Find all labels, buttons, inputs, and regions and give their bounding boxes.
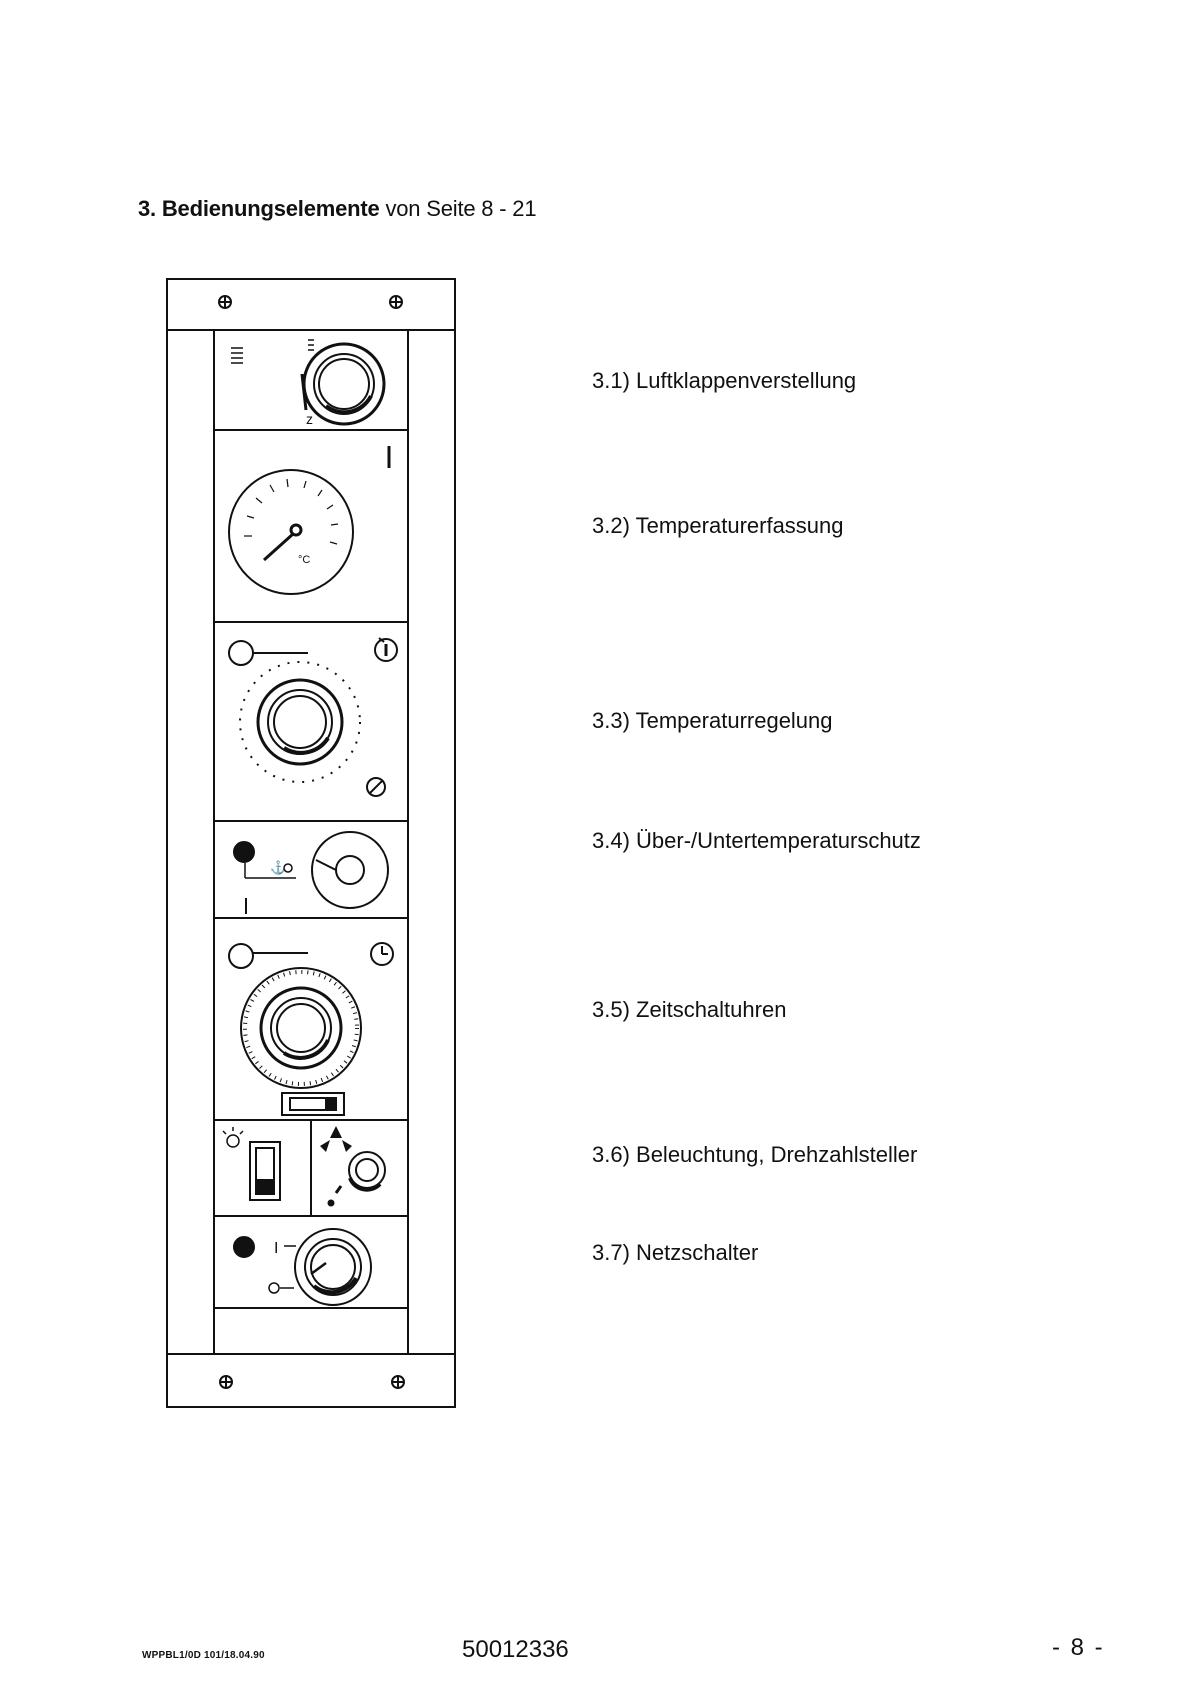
air-damper-icon: z (231, 340, 314, 427)
label-main-switch: 3.7) Netzschalter (592, 1240, 758, 1266)
overtemperature-icon: ⚓ (245, 860, 296, 914)
warning-lamp (234, 842, 254, 862)
section-heading-rest: von Seite 8 - 21 (380, 196, 537, 221)
temperature-control-knob (240, 662, 385, 796)
indicator-lamp (229, 641, 253, 665)
speed-controller-knob (329, 1152, 386, 1206)
label-temperature-sensing: 3.2) Temperaturerfassung (592, 513, 844, 539)
section-heading-bold: 3. Bedienungselemente (138, 196, 380, 221)
temperature-control-icon (375, 638, 397, 661)
label-timers: 3.5) Zeitschaltuhren (592, 997, 786, 1023)
screw-icon (392, 1376, 404, 1388)
label-temperature-protection: 3.4) Über-/Untertemperaturschutz (592, 828, 921, 854)
svg-text:°C: °C (298, 554, 310, 566)
label-lighting-speed: 3.6) Beleuchtung, Drehzahlsteller (592, 1142, 917, 1168)
svg-text:z: z (306, 411, 313, 427)
screw-icon (390, 296, 402, 308)
indicator-lamp (229, 944, 253, 968)
timer-counter (282, 1093, 344, 1115)
power-switch-icon: I (269, 1240, 296, 1293)
air-damper-knob (304, 344, 384, 424)
section-heading: 3. Bedienungselemente von Seite 8 - 21 (138, 196, 536, 222)
screw-icon (219, 296, 231, 308)
panel-frame (167, 279, 455, 1407)
power-switch-knob (295, 1229, 371, 1305)
footer-document-number: 50012336 (462, 1636, 569, 1664)
lamp-icon (223, 1127, 243, 1147)
timer-knob (241, 968, 361, 1088)
footer-page-number: - 8 - (1052, 1634, 1105, 1662)
label-air-damper: 3.1) Luftklappenverstellung (592, 368, 856, 394)
lighting-rocker-switch (250, 1142, 280, 1200)
control-panel-drawing: z °C ⚓ (166, 278, 456, 1408)
fan-icon (320, 1126, 352, 1152)
svg-text:I: I (274, 1240, 278, 1257)
power-lamp (234, 1237, 254, 1257)
temperature-gauge: °C (229, 470, 353, 594)
overtemperature-knob (312, 832, 388, 908)
label-temperature-control: 3.3) Temperaturregelung (592, 708, 833, 734)
timer-icon (371, 943, 393, 965)
footer-document-code: WPPBL1/0D 101/18.04.90 (142, 1650, 265, 1661)
screw-icon (220, 1376, 232, 1388)
